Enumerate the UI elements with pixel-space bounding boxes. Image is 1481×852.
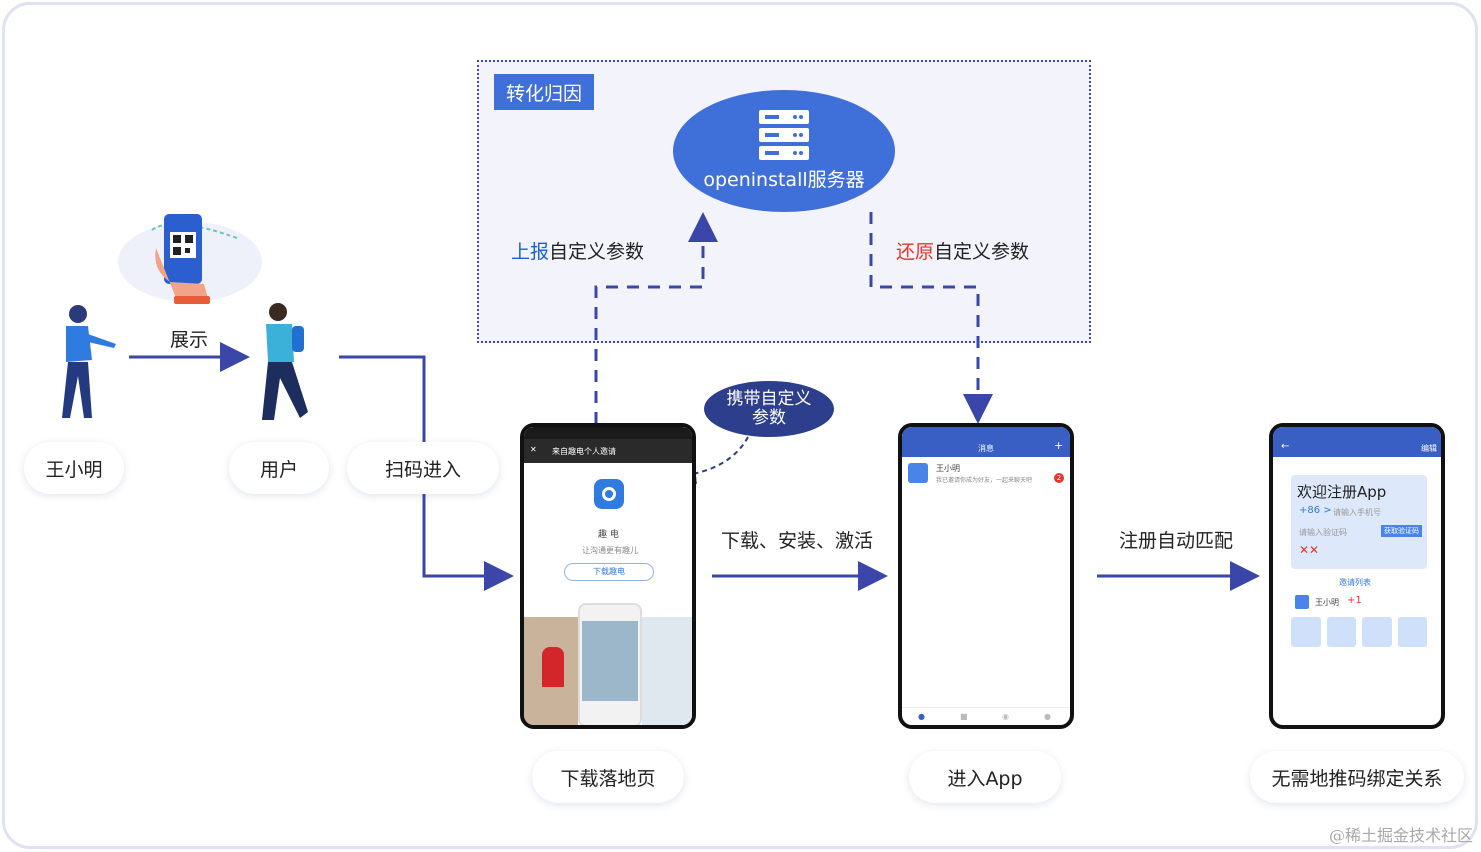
contact-name: 王小明 — [936, 464, 960, 473]
invite-list-label: 邀请列表 — [1339, 578, 1371, 587]
download-app-button[interactable]: 下载趣电 — [564, 563, 654, 581]
invitee-avatar — [1295, 595, 1309, 609]
node-bind: 无需地推码绑定关系 — [1250, 751, 1464, 803]
status-bar — [524, 427, 692, 439]
bottom-tab-bar: ● ■ ◉ ● — [902, 707, 1070, 725]
placeholder-images — [1291, 617, 1427, 647]
screenshot-phone-mid — [578, 603, 642, 725]
carry-params-bubble: 携带自定义 参数 — [704, 381, 834, 437]
app-header-title: 消息 — [978, 444, 994, 453]
register-phone: ← 编辑 欢迎注册App +86 > 请输入手机号 请输入验证码 获取验证码 ✕… — [1269, 423, 1445, 729]
app-logo-icon — [594, 479, 624, 509]
upload-params-label: 上报自定义参数 — [511, 241, 645, 263]
country-code[interactable]: +86 > — [1299, 505, 1332, 516]
show-label: 展示 — [170, 329, 209, 351]
landing-header-title: 来自趣电个人邀请 — [552, 447, 616, 456]
app-slogan: 让沟通更有趣儿 — [582, 546, 638, 555]
screenshot-map-right — [642, 617, 692, 725]
app-header: 消息 + — [902, 427, 1070, 457]
phone-input[interactable]: 请输入手机号 — [1333, 508, 1381, 517]
app-name: 趣 电 — [598, 530, 619, 540]
attribution-tag: 转化归因 — [494, 74, 594, 110]
restore-params-label: 还原自定义参数 — [896, 241, 1030, 263]
add-icon[interactable]: + — [1054, 439, 1064, 452]
node-user: 用户 — [229, 442, 329, 494]
profile-tab-icon[interactable]: ● — [1044, 712, 1051, 721]
back-arrow-icon[interactable]: ← — [1281, 441, 1290, 452]
discover-tab-icon[interactable]: ◉ — [1002, 712, 1009, 721]
download-step-label: 下载、安装、激活 — [721, 530, 874, 552]
user-figure — [262, 303, 308, 420]
avatar — [908, 463, 928, 483]
edit-button[interactable]: 编辑 — [1421, 444, 1437, 453]
get-code-button[interactable]: 获取验证码 — [1381, 525, 1422, 537]
node-enter-app: 进入App — [909, 751, 1061, 803]
close-icon[interactable]: ✕ — [530, 445, 537, 454]
code-input[interactable]: 请输入验证码 — [1299, 528, 1347, 537]
node-landing: 下载落地页 — [532, 751, 684, 803]
watermark: @稀土掘金技术社区 — [1328, 826, 1473, 845]
message-preview: 我已邀请你成为好友，一起来聊天吧 — [936, 477, 1033, 484]
screenshot-photo-left — [524, 617, 578, 725]
invitee-count: +1 — [1347, 595, 1362, 606]
contacts-tab-icon[interactable]: ■ — [960, 712, 968, 721]
node-scan: 扫码进入 — [347, 442, 499, 494]
server-icon — [759, 110, 809, 160]
server-label: openinstall服务器 — [703, 169, 865, 191]
register-step-label: 注册自动匹配 — [1119, 530, 1234, 552]
qr-phone-illustration — [118, 214, 262, 304]
invitee-name: 王小明 — [1315, 598, 1339, 607]
landing-header: ✕ 来自趣电个人邀请 — [524, 439, 692, 463]
xiaoming-figure — [62, 305, 116, 418]
app-phone: 消息 + 王小明 我已邀请你成为好友，一起来聊天吧 2 ● ■ ◉ ● — [898, 423, 1074, 729]
landing-phone: ✕ 来自趣电个人邀请 趣 电 让沟通更有趣儿 下载趣电 — [520, 423, 696, 729]
register-header: ← 编辑 — [1273, 427, 1441, 457]
unread-badge: 2 — [1054, 473, 1064, 483]
node-xiaoming: 王小明 — [24, 442, 124, 494]
server-node — [673, 90, 895, 212]
chat-tab-icon[interactable]: ● — [918, 712, 925, 721]
invite-code-crossed: ✕✕ — [1299, 543, 1320, 557]
welcome-title: 欢迎注册App — [1297, 483, 1387, 501]
register-card: 欢迎注册App +86 > 请输入手机号 请输入验证码 获取验证码 ✕✕ — [1291, 475, 1427, 569]
